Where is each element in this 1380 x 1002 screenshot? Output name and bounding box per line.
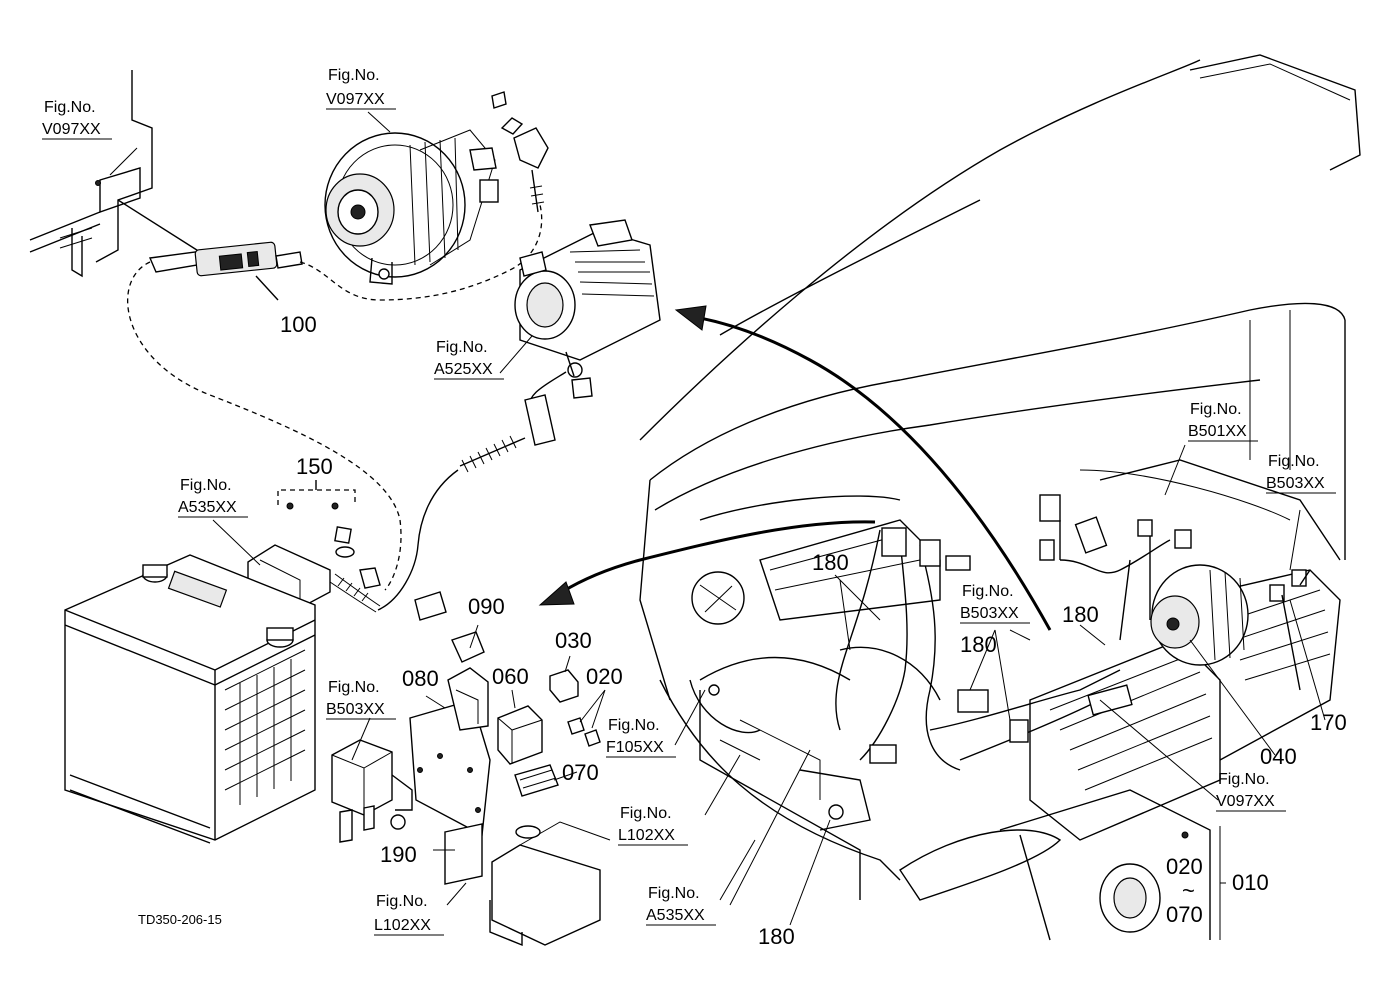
fig-ref-code: L102XX (618, 827, 675, 844)
callout-170: 170 (1310, 710, 1347, 735)
fig-ref-code: A535XX (646, 907, 705, 924)
callout-190: 190 (380, 842, 417, 867)
fig-ref-label: Fig.No. (328, 679, 380, 696)
wire-route-dashed-2 (299, 204, 543, 301)
leader-lines (109, 111, 1326, 940)
callout-070-right: 070 (1166, 902, 1203, 927)
callout-010: 010 (1232, 870, 1269, 895)
fig-ref-code: V097XX (1216, 793, 1275, 810)
fig-ref-code: F105XX (606, 739, 664, 756)
drawing-code: TD350-206-15 (138, 912, 222, 927)
fig-ref-label: Fig.No. (1218, 771, 1270, 788)
callout-040: 040 (1260, 744, 1297, 769)
fig-ref-label: Fig.No. (328, 67, 380, 84)
callout-180-right: 180 (1062, 602, 1099, 627)
fig-ref-label: Fig.No. (648, 885, 700, 902)
callout-030: 030 (555, 628, 592, 653)
fig-ref-label: Fig.No. (1268, 453, 1320, 470)
callout-100: 100 (280, 312, 317, 337)
battery-grid (224, 649, 306, 805)
callout-180-bottom: 180 (758, 924, 795, 949)
fusible-link-100 (117, 199, 303, 301)
fig-ref-code: V097XX (326, 91, 385, 108)
battery-drawing (64, 554, 316, 844)
fuse-box-parts (331, 631, 611, 947)
callout-020-right: 020 (1166, 854, 1203, 879)
fig-ref-label: Fig.No. (436, 339, 488, 356)
tractor-hood-drawing (639, 54, 1361, 900)
fig-ref-label: Fig.No. (620, 805, 672, 822)
callout-tilde: ~ (1182, 878, 1195, 903)
wire-route-dashed (127, 261, 402, 591)
callout-020-left: 020 (586, 664, 623, 689)
harness-wires (689, 494, 1311, 831)
alternator-drawing (324, 129, 499, 285)
fig-ref-label: Fig.No. (608, 717, 660, 734)
battery-cable-150 (329, 371, 567, 621)
callout-180-mid: 180 (960, 632, 997, 657)
fig-ref-label: Fig.No. (180, 477, 232, 494)
fig-ref-code: B503XX (960, 605, 1019, 622)
callout-080: 080 (402, 666, 439, 691)
callout-150: 150 (296, 454, 333, 479)
fig-ref-code: A525XX (434, 361, 493, 378)
fig-ref-label: Fig.No. (376, 893, 428, 910)
starter-motor-drawing (514, 219, 661, 399)
fig-ref-code: L102XX (374, 917, 431, 934)
callout-180-top: 180 (812, 550, 849, 575)
frame-bracket (29, 70, 153, 278)
callout-labels: 100 150 090 030 080 060 020 070 190 180 … (280, 312, 1347, 949)
figure-references: Fig.No. V097XX Fig.No. V097XX Fig.No. A5… (42, 67, 1336, 936)
fig-ref-code: B501XX (1188, 423, 1247, 440)
fig-ref-code: B503XX (326, 701, 385, 718)
fig-ref-label: Fig.No. (962, 583, 1014, 600)
callout-060: 060 (492, 664, 529, 689)
fig-ref-code: V097XX (42, 121, 101, 138)
fig-ref-code: A535XX (178, 499, 237, 516)
fig-ref-label: Fig.No. (1190, 401, 1242, 418)
reference-arrows (538, 305, 1052, 631)
fig-ref-label: Fig.No. (44, 99, 96, 116)
callout-070-left: 070 (562, 760, 599, 785)
terminal-boot (491, 91, 549, 213)
callout-090: 090 (468, 594, 505, 619)
fig-ref-code: B503XX (1266, 475, 1325, 492)
